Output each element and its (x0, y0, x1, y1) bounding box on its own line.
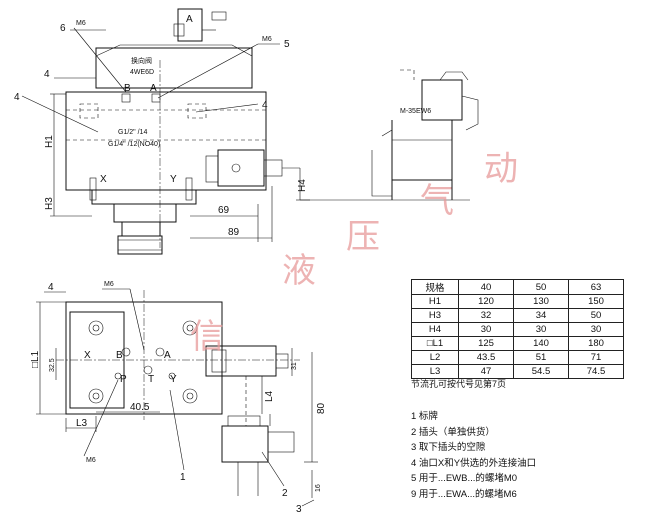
plan-callout-4: 4 (48, 282, 54, 293)
table-cell: H3 (411, 308, 459, 323)
callout-6: 6 (60, 23, 66, 34)
table-cell: 30 (568, 322, 624, 337)
callout-4-left-low: 4 (14, 92, 20, 103)
front-view: A 换向阀 4WE6D B A G1/2" /14 G1/4" /12(NO40… (14, 8, 310, 255)
pipe-thread-2: G1/4" /12(NO40) (108, 141, 160, 148)
port-label-y: Y (170, 174, 177, 185)
plan-port-p: P (120, 374, 127, 385)
table-row: L2 43.5 51 71 (411, 350, 624, 365)
plan-view: B A P T X Y □L1 32.5 4 L3 40.5 31 (30, 281, 327, 515)
watermark-char-5: 动 (484, 151, 518, 188)
table-cell: 150 (568, 294, 624, 309)
dim-h1: H1 (44, 135, 55, 148)
table-cell: 120 (458, 294, 514, 309)
plan-port-x: X (84, 350, 91, 361)
table-cell: □L1 (411, 336, 459, 351)
dim-l4: L4 (264, 390, 275, 402)
legend-item: 5 用于...EWB...的螺堵M0 (411, 473, 518, 485)
table-cell: 140 (513, 336, 569, 351)
dim-31: 31 (291, 362, 298, 370)
table-cell: 125 (458, 336, 514, 351)
port-label-a: A (150, 83, 157, 94)
table-header-cell: 63 (568, 279, 624, 295)
m6-label-plan-bottom: M6 (86, 457, 96, 464)
table-cell: 51 (513, 350, 569, 365)
watermark-char-3: 压 (346, 219, 380, 256)
dim-16: 16 (315, 484, 322, 492)
callout-4-right: 4 (262, 100, 268, 111)
table-cell: H1 (411, 294, 459, 309)
dim-h4: H4 (297, 179, 308, 192)
plan-callout-3: 3 (296, 504, 302, 515)
watermark-char-2: 液 (282, 252, 316, 290)
m6-label-top-left: M6 (76, 20, 86, 27)
table-cell: 32 (458, 308, 514, 323)
dim-80: 80 (316, 402, 327, 414)
table-cell: 30 (513, 322, 569, 337)
table-cell: 130 (513, 294, 569, 309)
table-cell: 50 (568, 308, 624, 323)
table-row: H3 32 34 50 (411, 308, 624, 323)
table-cell: 71 (568, 350, 624, 365)
watermark-char-1: 信 (190, 318, 224, 356)
port-label-a-top: A (186, 14, 193, 25)
legend-item: 4 油口X和Y供选的外连接油口 (411, 457, 537, 469)
plan-callout-1: 1 (180, 472, 186, 483)
dim-40-5: 40.5 (130, 402, 150, 413)
table-note: 节流孔可按代号见第7页 (411, 379, 507, 389)
valve-model: 4WE6D (130, 69, 154, 76)
table-header-cell: 40 (458, 279, 514, 295)
table-header-cell: 50 (513, 279, 569, 295)
dim-l1: □L1 (30, 350, 41, 368)
table-cell: 47 (458, 364, 514, 379)
table-row: □L1 125 140 180 (411, 336, 624, 351)
table-row: H4 30 30 30 (411, 322, 624, 337)
watermark: 信 液 压 气 动 (190, 151, 518, 356)
callout-4-left: 4 (44, 69, 50, 80)
table-header-row: 规格 40 50 63 (411, 279, 624, 295)
port-label-b: B (124, 83, 131, 94)
dim-69: 69 (218, 205, 230, 216)
table-cell: L2 (411, 350, 459, 365)
dim-l3: L3 (76, 418, 88, 429)
solenoid-model: M-35EW6 (400, 108, 431, 115)
callout-5: 5 (284, 39, 290, 50)
table-cell: H4 (411, 322, 459, 337)
table-header-cell: 规格 (411, 279, 459, 295)
m6-label-top-right: M6 (262, 36, 272, 43)
dim-89: 89 (228, 227, 240, 238)
legend-list: 1 标牌 2 插头（单独供货） 3 取下插头的空隙 4 油口X和Y供选的外连接油… (411, 409, 536, 503)
table-cell: 30 (458, 322, 514, 337)
side-view: M-35EW6 (300, 69, 479, 201)
table-cell: 43.5 (458, 350, 514, 365)
legend-item: 9 用于...EWA...的螺堵M6 (411, 488, 517, 500)
watermark-char-4: 气 (420, 182, 454, 220)
port-label-x: X (100, 174, 107, 185)
table-cell: 74.5 (568, 364, 624, 379)
plan-port-a: A (164, 350, 171, 361)
table-cell: 34 (513, 308, 569, 323)
plan-port-y: Y (170, 374, 177, 385)
plan-callout-2: 2 (282, 488, 288, 499)
spec-table: 规格 40 50 63 H1 120 130 150 H3 32 34 50 H… (411, 279, 624, 379)
pipe-thread-1: G1/2" /14 (118, 129, 147, 136)
dim-32-5: 32.5 (49, 358, 56, 372)
plan-port-t: T (148, 374, 154, 385)
dim-h3: H3 (44, 197, 55, 210)
legend-item: 3 取下插头的空隙 (411, 442, 486, 454)
plan-port-b: B (116, 350, 123, 361)
m6-label-plan-top: M6 (104, 281, 114, 288)
legend-item: 1 标牌 (411, 411, 438, 422)
table-cell: 180 (568, 336, 624, 351)
valve-name: 换向阀 (131, 56, 152, 65)
table-cell: 54.5 (513, 364, 569, 379)
table-row: L3 47 54.5 74.5 (411, 364, 624, 379)
table-row: H1 120 130 150 (411, 294, 624, 309)
legend-item: 2 插头（单独供货） (411, 426, 495, 438)
